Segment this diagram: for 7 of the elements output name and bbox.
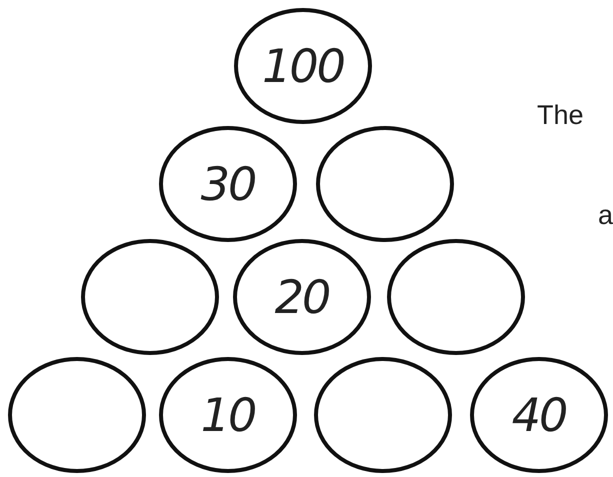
number-text: 10 — [200, 388, 256, 442]
number-text: 30 — [200, 157, 256, 211]
number-text: 40 — [512, 388, 566, 442]
number-text: 100 — [262, 39, 344, 93]
instruction-text: The — [537, 100, 584, 131]
number-text: 20 — [274, 270, 330, 324]
instruction-text: a — [598, 200, 613, 231]
